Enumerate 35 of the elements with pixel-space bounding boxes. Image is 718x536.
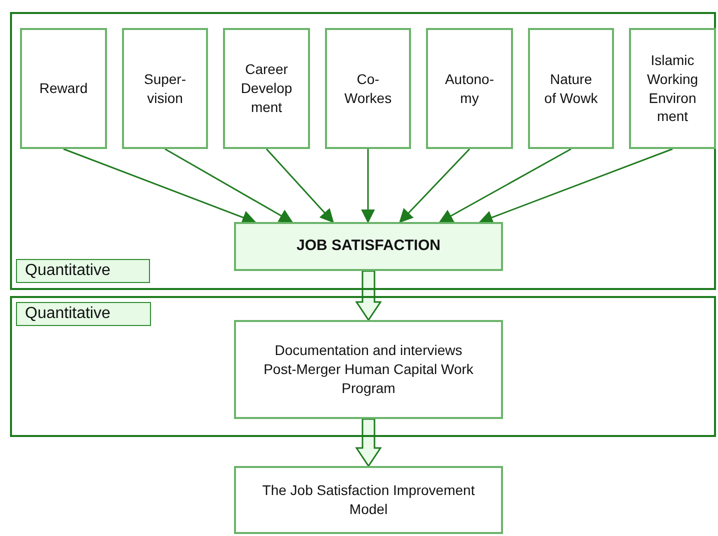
method-tag bbox=[16, 302, 151, 326]
method-tag bbox=[16, 259, 150, 283]
process-box bbox=[234, 466, 503, 534]
factor-box bbox=[629, 28, 716, 149]
outcome-box bbox=[234, 222, 503, 271]
factor-box bbox=[20, 28, 107, 149]
arrow bbox=[63, 148, 256, 224]
block-arrow bbox=[355, 418, 382, 468]
arrow bbox=[478, 148, 673, 224]
process-box bbox=[234, 320, 503, 419]
outcome-label: JOB SATISFACTION bbox=[296, 236, 440, 256]
arrow bbox=[438, 148, 572, 223]
box-frame bbox=[10, 296, 716, 437]
arrow bbox=[164, 148, 294, 223]
factor-box bbox=[325, 28, 411, 149]
factor-box bbox=[426, 28, 513, 149]
factor-box bbox=[122, 28, 208, 149]
arrow bbox=[266, 148, 334, 224]
method-label: Quantitative bbox=[25, 261, 110, 282]
box-frame bbox=[10, 12, 716, 290]
process-label: The Job Satisfaction Improvement Model bbox=[261, 481, 476, 519]
block-arrow bbox=[355, 270, 382, 322]
factor-label: Islamic Working Environ ment bbox=[646, 50, 700, 126]
factor-box bbox=[223, 28, 310, 149]
method-label: Quantitative bbox=[25, 304, 110, 324]
arrow bbox=[361, 149, 375, 224]
factor-label: Autono- my bbox=[444, 70, 496, 108]
arrow bbox=[399, 148, 470, 224]
factor-label: Super- vision bbox=[142, 70, 188, 108]
factor-label: Reward bbox=[39, 79, 88, 98]
factor-label: Nature of Wowk bbox=[543, 70, 599, 108]
factor-label: Co- Workes bbox=[343, 70, 393, 108]
factor-box bbox=[528, 28, 614, 149]
factor-label: Career Develop ment bbox=[240, 60, 294, 117]
process-label: Documentation and interviews Post-Merger Human Capital Work Program bbox=[262, 341, 474, 398]
